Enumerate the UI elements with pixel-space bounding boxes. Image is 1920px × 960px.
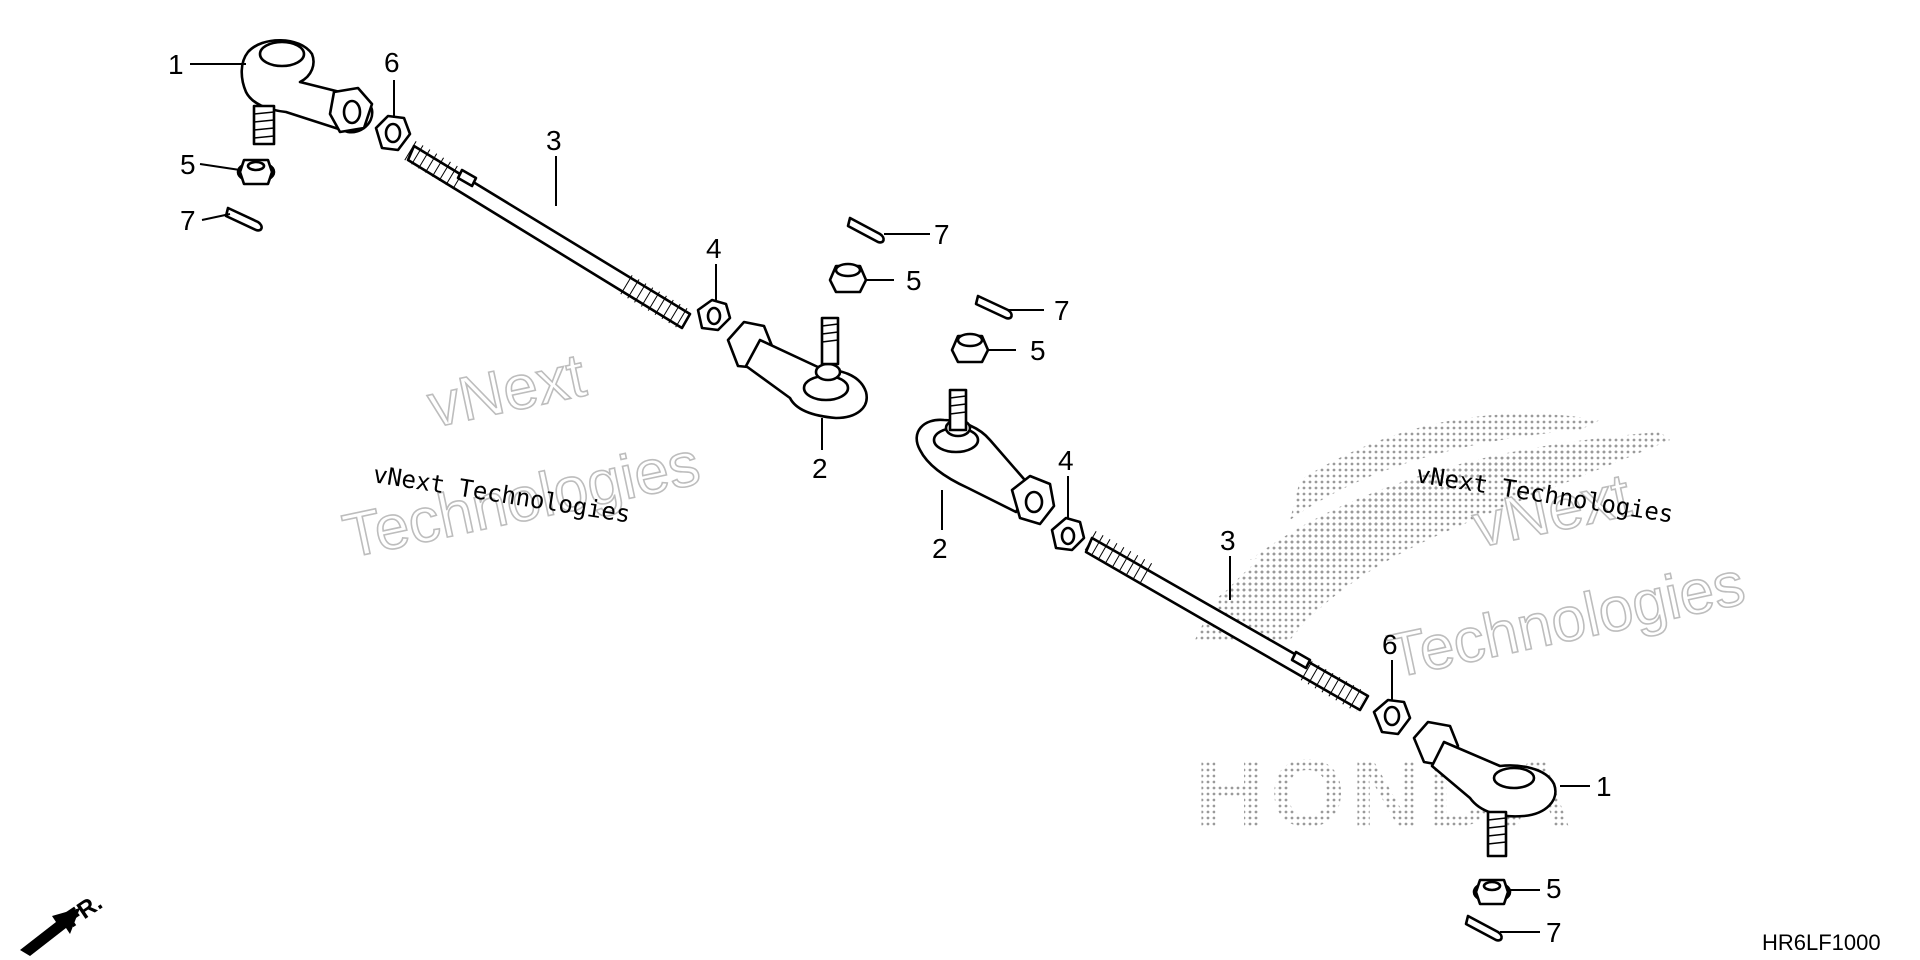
callout-part-7: 7 <box>934 219 950 250</box>
castle-nut-left-b <box>828 262 868 294</box>
callout-part-2: 2 <box>932 533 948 564</box>
cotter-pin-right-b <box>1464 914 1503 942</box>
jam-nut-right <box>1372 698 1412 736</box>
watermark-vnext-outline: vNext <box>422 341 591 441</box>
inner-tie-rod-end-left <box>726 316 868 420</box>
inner-tie-rod-end-right <box>915 388 1056 526</box>
outer-tie-rod-end-right <box>1412 720 1557 858</box>
callout-part-7: 7 <box>180 205 196 236</box>
front-direction-arrow: FR. <box>20 889 107 956</box>
callout-part-7: 7 <box>1054 295 1070 326</box>
callout-part-3: 3 <box>546 125 562 156</box>
callout-part-1: 1 <box>168 49 184 80</box>
callout-part-5: 5 <box>180 149 196 180</box>
callout-part-6: 6 <box>1382 629 1398 660</box>
leader-lines <box>190 63 1590 933</box>
watermark-left: vNext Technologies <box>336 340 706 573</box>
callout-part-6: 6 <box>384 47 400 78</box>
callout-part-5: 5 <box>1030 335 1046 366</box>
callout-part-1: 1 <box>1596 771 1612 802</box>
castle-nut-right-a <box>950 332 990 364</box>
callout-part-5: 5 <box>906 265 922 296</box>
castle-nut-left-a <box>236 158 276 186</box>
nut-right <box>1050 516 1086 552</box>
nut-left <box>696 298 732 332</box>
honda-wing-watermark <box>1195 413 1670 640</box>
castle-nut-right-b <box>1472 878 1512 906</box>
watermark-technologies-outline: Technologies <box>1382 549 1750 692</box>
diagram-code: HR6LF1000 <box>1762 930 1881 955</box>
cotter-pin-left-b <box>846 216 885 244</box>
cotter-pin-right-a <box>974 294 1013 320</box>
callout-part-4: 4 <box>706 233 722 264</box>
callout-part-7: 7 <box>1546 917 1562 948</box>
jam-nut-left <box>374 114 412 152</box>
cotter-pin-left-a <box>224 206 263 232</box>
callout-part-2: 2 <box>812 453 828 484</box>
callout-part-5: 5 <box>1546 873 1562 904</box>
callout-part-3: 3 <box>1220 525 1236 556</box>
callout-part-4: 4 <box>1058 445 1074 476</box>
tie-rod-right <box>1082 529 1370 713</box>
outer-tie-rod-end-left <box>240 39 374 146</box>
tie-rod-left <box>402 140 692 330</box>
